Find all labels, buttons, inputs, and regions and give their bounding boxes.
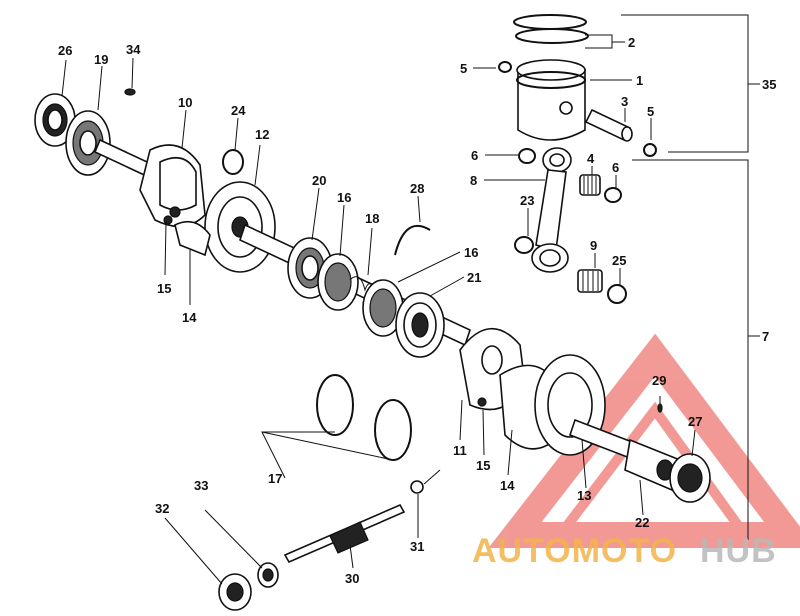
watermark-text: AUTOMOTO HUB [472,532,777,570]
callout-6-left: 6 [471,148,478,163]
pin-15-right [477,397,487,407]
callout-27: 27 [688,414,702,429]
bearing-16-right [362,279,404,337]
piston [516,59,586,141]
watermark-text-left: AUTOMOTO [472,532,677,570]
callout-35: 35 [762,77,776,92]
needle-bearing-9 [577,269,603,293]
counterweight-14-left [174,220,211,257]
watermark-text-right: HUB [700,532,777,570]
bearing-26 [34,93,76,147]
callout-5-right: 5 [647,104,654,119]
callout-7: 7 [762,329,769,344]
washer-6-left [518,148,536,164]
callout-4: 4 [587,151,595,166]
callout-5-left: 5 [460,61,467,76]
callout-32: 32 [155,501,169,516]
leader-lines [61,14,760,585]
flywheel-12 [204,181,276,273]
pin-15-left [163,215,173,225]
callout-1: 1 [636,73,643,88]
key-34 [124,88,136,96]
callout-6-right: 6 [612,160,619,175]
callout-28: 28 [410,181,424,196]
callout-16-right: 16 [464,245,478,260]
washer-6-right [604,187,622,203]
callout-2: 2 [628,35,635,50]
callout-14-right: 14 [500,478,515,493]
callout-17: 17 [268,471,282,486]
callout-19: 19 [94,52,108,67]
callout-12: 12 [255,127,269,142]
circlip-5-left [498,61,512,73]
shaft-30 [283,503,406,564]
callout-14-left: 14 [182,310,197,325]
circlip-5-right [643,143,657,157]
callout-11: 11 [453,443,467,458]
bearing-19 [65,110,111,176]
ring-17-left [316,374,354,436]
piston-rings [513,14,589,44]
needle-bearing-4 [579,174,601,196]
callout-23: 23 [520,193,534,208]
connecting-rod [531,147,572,273]
washer-24 [222,149,244,175]
oil-seal-27 [669,453,711,503]
callout-15-left: 15 [157,281,171,296]
crank-web-10 [139,144,206,228]
callout-8: 8 [470,173,477,188]
callout-24: 24 [231,103,246,118]
ring-17-right [374,399,412,461]
callout-33: 33 [194,478,208,493]
callout-34: 34 [126,42,141,57]
callout-25: 25 [612,253,626,268]
spring-clip-28 [394,224,431,256]
callout-13: 13 [577,488,591,503]
washer-25 [607,284,627,304]
bearing-16-left [317,253,359,311]
gear-32 [218,573,252,611]
callout-29: 29 [652,373,666,388]
callout-26: 26 [58,43,72,58]
callout-9: 9 [590,238,597,253]
washer-23 [514,236,534,254]
callout-31: 31 [410,539,424,554]
callout-20: 20 [312,173,326,188]
callout-22: 22 [635,515,649,530]
bearing-21 [395,292,445,358]
key-29 [657,403,663,413]
callout-10: 10 [178,95,192,110]
washer-31 [410,480,424,494]
callout-labels: 1 2 3 4 5 5 6 6 7 8 9 10 11 12 13 14 14 … [58,35,776,586]
callout-16-top: 16 [337,190,351,205]
callout-18: 18 [365,211,379,226]
callout-3: 3 [621,94,628,109]
piston-pin [584,108,633,142]
callout-15-right: 15 [476,458,490,473]
bearing-33 [257,562,279,588]
callout-30: 30 [345,571,359,586]
callout-21: 21 [467,270,481,285]
